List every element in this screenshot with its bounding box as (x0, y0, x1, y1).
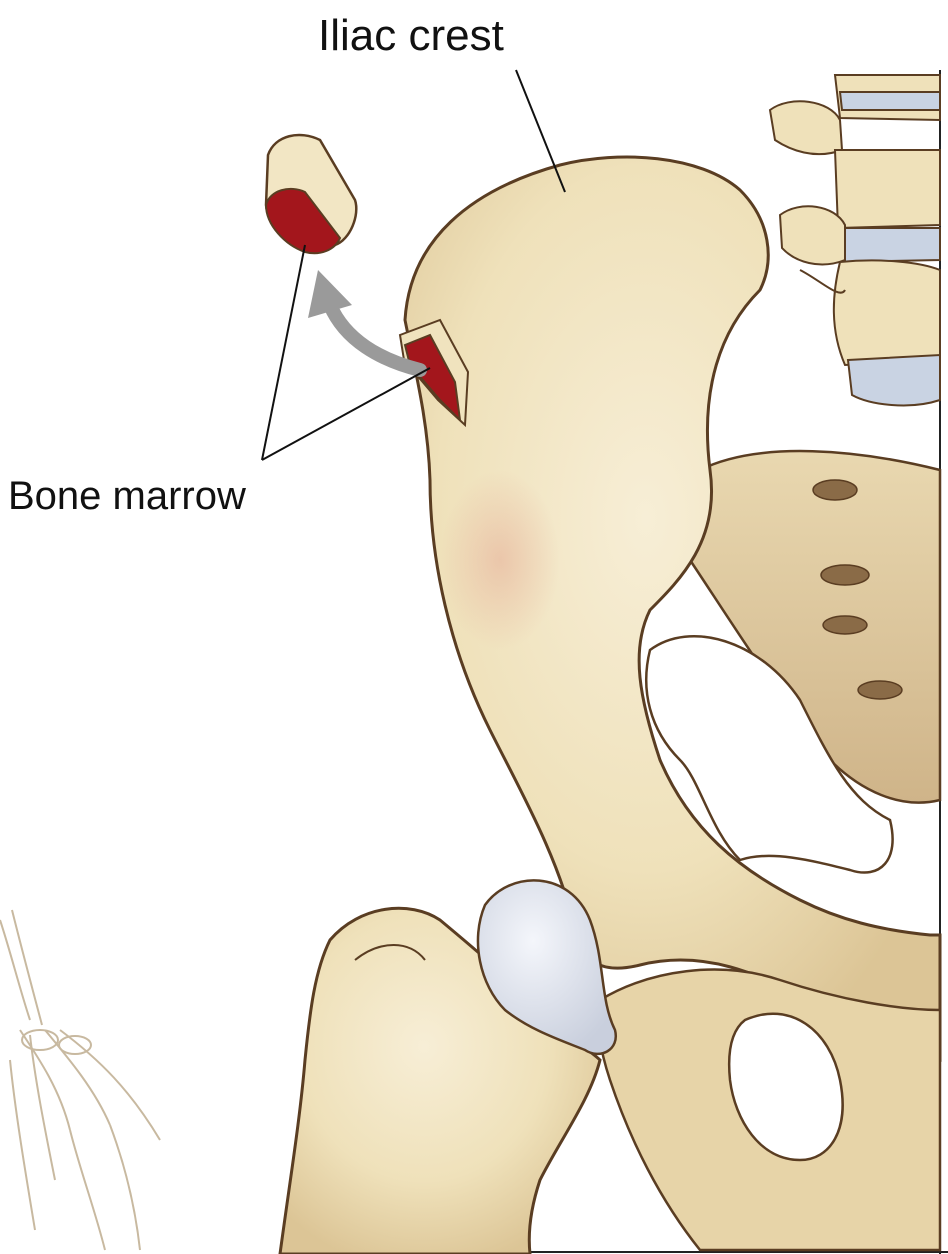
lumbar-vertebrae (770, 75, 940, 405)
iliac-fossa-shading (440, 470, 560, 650)
marrow-core-extracted (266, 135, 356, 253)
bone-marrow-leader-upper (262, 245, 305, 460)
bone-marrow-label: Bone marrow (8, 476, 246, 516)
bone-marrow-leader-lower (262, 368, 430, 460)
hand-bones (0, 910, 160, 1250)
extraction-arrowhead (308, 270, 352, 318)
iliac-crest-label: Iliac crest (318, 14, 504, 58)
